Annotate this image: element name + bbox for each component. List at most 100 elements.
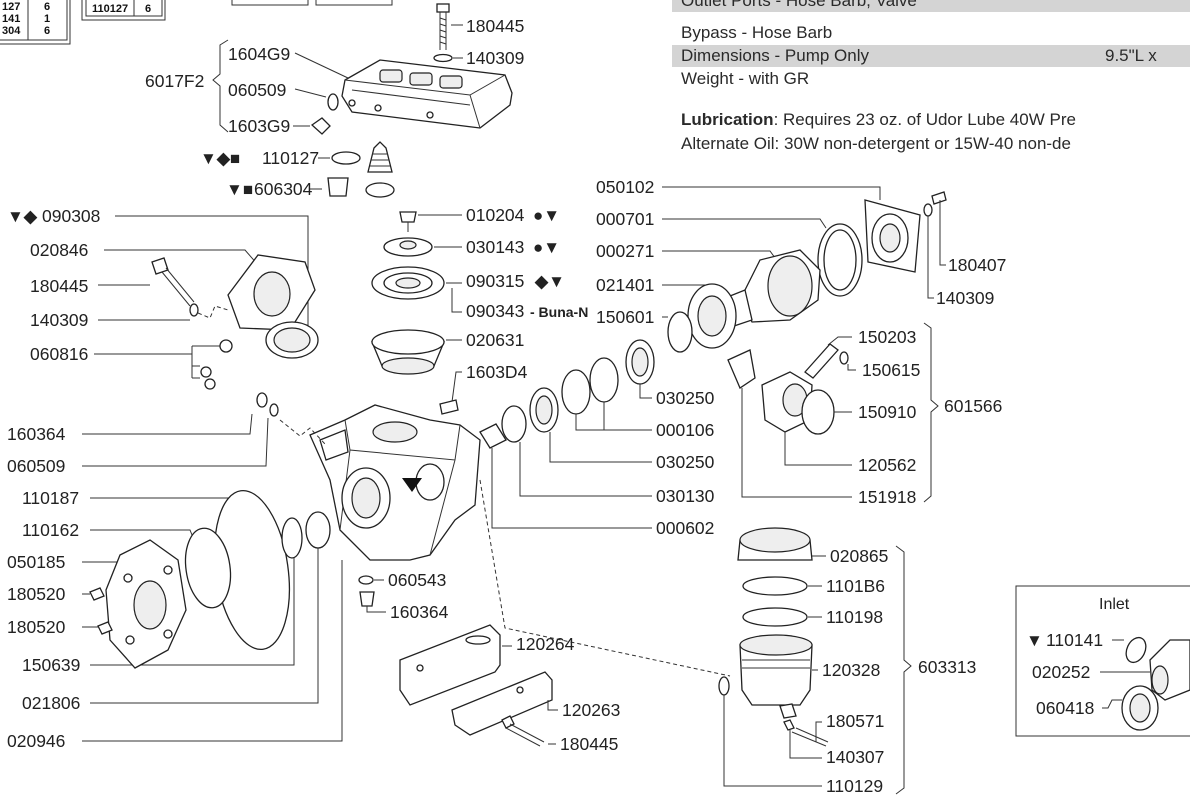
part-number: 090315 [466, 271, 524, 291]
crankshaft-group: 050102 000701 000271 021401 150601 18040… [596, 177, 1006, 353]
bolt-shank-shape [161, 267, 195, 307]
mini-table-top: 110127 6 [81, 0, 393, 21]
pump-head-boss [409, 72, 433, 86]
part-number: 090308 [42, 206, 100, 226]
part-number: 021401 [596, 275, 654, 295]
part-number: 606304 [254, 179, 313, 199]
bolt-head-shape [931, 191, 947, 205]
pump-head-shape [341, 59, 513, 129]
marker: ●▼ [533, 238, 560, 257]
mini-cell: 127 [2, 1, 20, 13]
part-number: 110141 [1046, 630, 1103, 650]
leader-line [94, 345, 220, 379]
dashed-leader [279, 419, 326, 445]
seal-shape [501, 405, 527, 443]
sleeve-shape [479, 423, 507, 449]
valve-detail [370, 153, 390, 167]
bearing-cover-bore [879, 223, 901, 253]
o-ring-shape [331, 151, 361, 165]
bolt-shank-shape [439, 12, 447, 50]
part-number: 120263 [562, 700, 620, 720]
valve-group: ▼◆■ 110127 ▼■ 606304 [200, 141, 395, 199]
part-number: 090343 [466, 301, 524, 321]
leader-line [639, 384, 652, 399]
diaphragm-ring-inner [273, 327, 311, 353]
pump-head-edges [344, 74, 506, 129]
part-number: 150639 [22, 655, 80, 675]
reservoir-thread [742, 659, 810, 669]
part-number: 140307 [826, 747, 884, 767]
part-number: 110127 [262, 148, 319, 168]
plug-shape [439, 399, 459, 415]
mini-cell: 110127 [92, 3, 128, 15]
leader-line [1102, 699, 1122, 709]
part-number: 030130 [656, 486, 715, 506]
group-bracket [923, 322, 939, 503]
part-number: 160364 [7, 424, 66, 444]
bearing-inner [697, 295, 727, 337]
part-number: 000106 [656, 420, 714, 440]
inlet-title: Inlet [1099, 596, 1130, 613]
lubrication-line: Lubrication: Requires 23 oz. of Udor Lub… [681, 110, 1076, 129]
mini-cell: 304 [2, 25, 21, 37]
o-ring-shape [327, 93, 339, 111]
leader-line [82, 560, 343, 742]
part-number: 020631 [466, 330, 524, 350]
cylinder-cup-base [381, 357, 435, 375]
pump-body-port [415, 463, 445, 501]
part-number: 060509 [228, 80, 286, 100]
washer-shape [433, 53, 453, 63]
part-number: 060418 [1036, 698, 1094, 718]
bolt-hole [163, 629, 173, 639]
leader-line [104, 249, 259, 266]
plug-shape [359, 591, 375, 607]
port-shape [374, 104, 382, 112]
part-number: 120328 [822, 660, 880, 680]
leader-line [789, 730, 822, 759]
bolt-shank-shape [505, 723, 545, 747]
mini-cell: 6 [145, 3, 151, 15]
dashed-leader [197, 305, 229, 319]
seal-inner [535, 395, 553, 425]
o-ring-shape [219, 339, 233, 353]
crankshaft-eccentric [767, 255, 813, 317]
part-number: 110198 [826, 607, 883, 627]
lubrication-text: : Requires 23 oz. of Udor Lube 40W Pre [774, 110, 1076, 129]
inlet-box-border [1015, 585, 1190, 737]
diaphragm-stack: 010204 ●▼ 030143 ●▼ 090315 ◆▼ 090343 - B… [371, 205, 588, 415]
marker: ◆▼ [534, 272, 565, 291]
o-ring-shape [742, 607, 808, 627]
snap-ring-shape [281, 517, 303, 559]
group-label: 601566 [944, 396, 1002, 416]
spec-row-label: Dimensions - Pump Only [681, 46, 870, 65]
o-ring-shape [742, 576, 808, 596]
mini-cell: 6 [44, 25, 50, 37]
spec-table: Outlet Ports - Hose Barb, Valve Bypass -… [672, 0, 1190, 153]
leader-line [662, 218, 827, 229]
bolt-hole [125, 635, 135, 645]
spec-row-label: Bypass - Hose Barb [681, 23, 832, 42]
part-number: 180445 [560, 734, 618, 754]
part-number: 000602 [656, 518, 714, 538]
part-number: 060816 [30, 344, 88, 364]
port-shape [426, 111, 434, 119]
part-number: 030250 [656, 388, 715, 408]
part-number: 050102 [596, 177, 654, 197]
leader-line [827, 336, 852, 346]
pump-body-bore [372, 421, 418, 443]
marker: ▼■ [226, 180, 253, 199]
direction-marker [402, 478, 422, 492]
seal-inner [631, 347, 649, 377]
mounting-foot-shape [451, 671, 553, 736]
leader-line [451, 288, 462, 313]
leader-line [366, 606, 386, 613]
o-ring-shape [365, 182, 395, 198]
part-number: 120562 [858, 455, 916, 475]
mini-table-border [0, 0, 71, 45]
part-number: 010204 [466, 205, 525, 225]
spec-row-value: 9.5"L x [1105, 46, 1157, 65]
part-number: 1603G9 [228, 116, 290, 136]
part-number: 180520 [7, 584, 66, 604]
part-number: 030250 [656, 452, 715, 472]
